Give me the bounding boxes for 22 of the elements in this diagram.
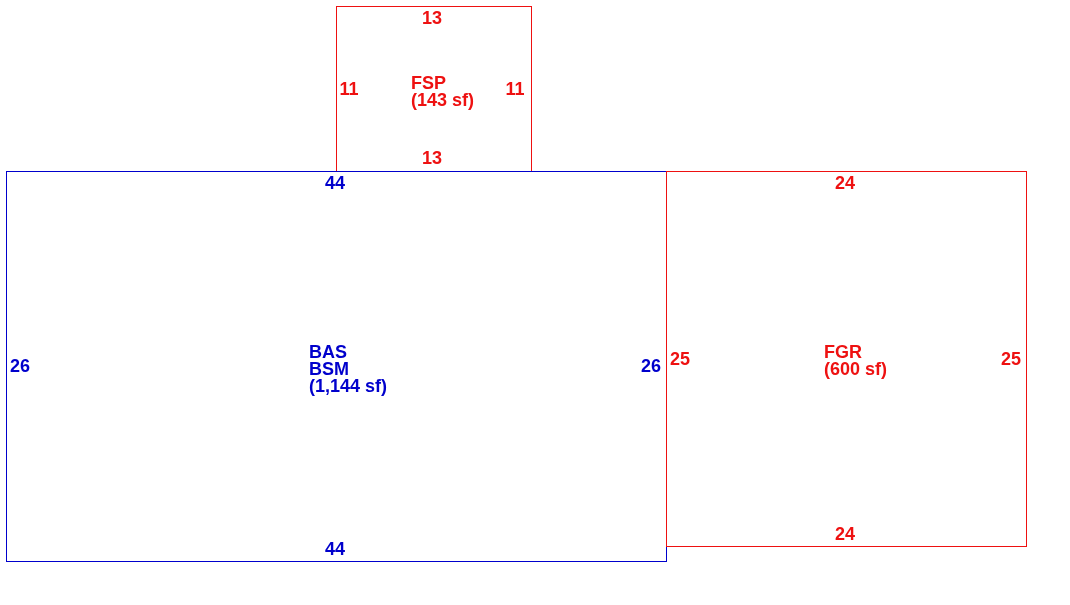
room-label: (1,144 sf) <box>309 378 388 395</box>
room-label: BAS <box>309 344 348 361</box>
dimension-label: 24 <box>835 174 855 192</box>
dimension-label: 13 <box>422 149 442 167</box>
dimension-label: 25 <box>670 350 690 368</box>
dimension-label: 13 <box>422 9 442 27</box>
room-outline <box>666 171 1027 547</box>
dimension-label: 11 <box>505 80 525 98</box>
room-label: FGR <box>824 344 863 361</box>
room-label: (600 sf) <box>824 361 888 378</box>
room-label: (143 sf) <box>411 92 475 109</box>
room-label: FSP <box>411 75 447 92</box>
dimension-label: 26 <box>641 357 661 375</box>
room-outline <box>336 6 532 172</box>
dimension-label: 25 <box>1001 350 1021 368</box>
dimension-label: 44 <box>325 174 345 192</box>
dimension-label: 11 <box>339 80 359 98</box>
room-label: BSM <box>309 361 350 378</box>
dimension-label: 44 <box>325 540 345 558</box>
dimension-label: 26 <box>10 357 30 375</box>
dimension-label: 24 <box>835 525 855 543</box>
room-outline <box>6 171 667 562</box>
